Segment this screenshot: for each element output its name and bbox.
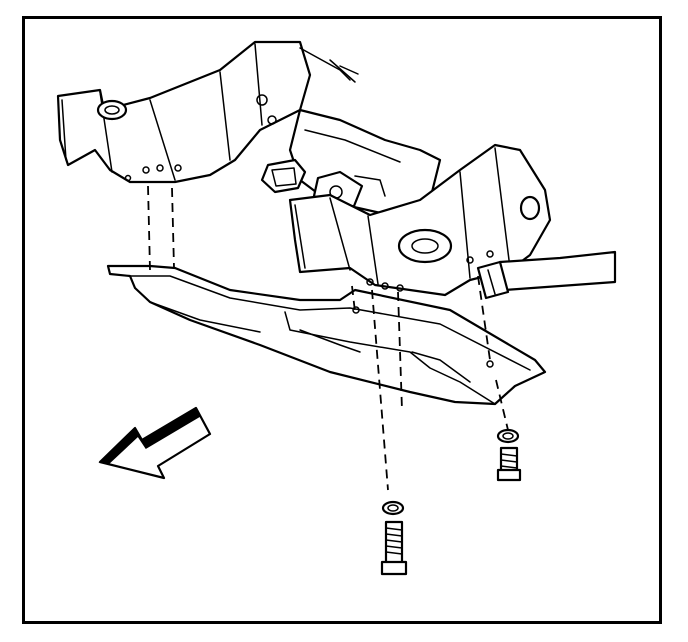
bolt-center (380, 500, 408, 576)
right-frame-rail (288, 143, 552, 297)
front-arrow-icon (98, 406, 212, 480)
stabilizer-bar (476, 250, 617, 300)
center-frame-section (260, 108, 442, 217)
bolt-right (496, 428, 522, 482)
skid-plate (106, 264, 547, 406)
alignment-lines (147, 185, 509, 491)
left-frame-crossmember (56, 40, 359, 184)
